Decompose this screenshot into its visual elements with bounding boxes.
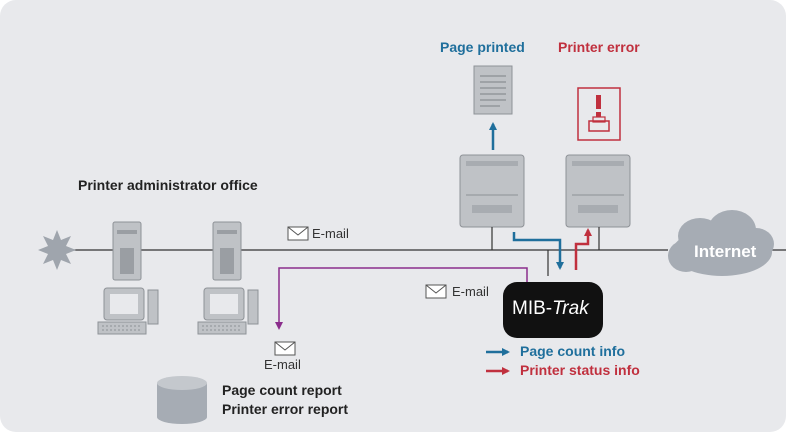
computer-icon <box>97 287 159 335</box>
envelope-icon <box>287 226 309 241</box>
error-alert-icon <box>577 87 621 141</box>
email-label-mid: E-mail <box>452 284 489 299</box>
printer-icon <box>565 154 631 250</box>
email-label-top: E-mail <box>312 226 349 241</box>
database-icon <box>157 376 207 424</box>
page-printed-label: Page printed <box>440 39 525 55</box>
printer-error-report-label: Printer error report <box>222 401 349 417</box>
starburst-icon <box>38 230 76 270</box>
tower-icon <box>212 221 242 281</box>
mib-trak-label: MIB-Trak <box>512 298 589 320</box>
legend-printer-status-label: Printer status info <box>520 362 640 378</box>
email-label-left: E-mail <box>264 357 301 372</box>
computer-icon <box>197 287 259 335</box>
page-count-flow <box>512 232 564 270</box>
printer-status-flow <box>574 228 592 270</box>
internet-label: Internet <box>694 242 757 261</box>
cloud-icon <box>668 210 774 276</box>
envelope-icon <box>274 341 296 356</box>
envelope-icon <box>425 284 447 299</box>
document-icon <box>473 65 513 115</box>
page-count-report-label: Page count report <box>222 382 342 398</box>
legend-page-count-label: Page count info <box>520 343 625 359</box>
office-label: Printer administrator office <box>78 177 258 193</box>
mib-trak-suffix: Trak <box>552 298 589 319</box>
printer-icon <box>459 154 525 250</box>
printer-error-label: Printer error <box>558 39 640 55</box>
mib-trak-prefix: MIB- <box>512 298 553 319</box>
email-flow <box>275 267 528 330</box>
mib-trak-box <box>503 282 603 338</box>
tower-icon <box>112 221 142 281</box>
